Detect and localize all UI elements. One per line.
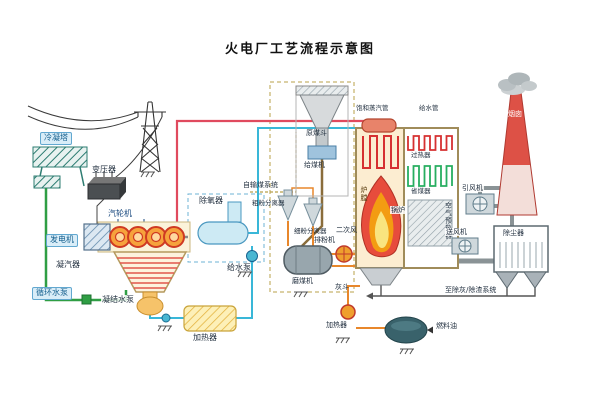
- back-pass-icon: [403, 127, 459, 269]
- precipitator-icon: [493, 225, 549, 289]
- air-preheater-icon: [407, 199, 453, 247]
- ground-symbols: [140, 171, 414, 355]
- exhaust-fan-label: 排粉机: [314, 236, 335, 244]
- fuel-oil-pipe: [347, 285, 388, 329]
- coal-chute: [301, 158, 324, 247]
- cooling-tower-label: 冷凝塔: [40, 132, 72, 145]
- steam-drum-icon: [361, 118, 397, 133]
- fuel-oil-icon: [340, 304, 433, 344]
- coarse-separator-label: 粗粉分离器: [252, 199, 285, 207]
- diagram-title: 火电厂工艺流程示意图: [224, 42, 376, 57]
- power-lines: [27, 105, 163, 181]
- fine-separator-label: 细粉分离器: [294, 227, 327, 235]
- turbine-label: 汽轮机: [108, 209, 132, 218]
- generator-label: 发电机: [46, 234, 78, 247]
- coal-tower-icon: [295, 85, 349, 197]
- condenser-icon: [112, 251, 188, 323]
- ash-line-arrow: [366, 292, 373, 300]
- condensate-pump-icon: [161, 313, 171, 323]
- wire-3: [111, 116, 163, 181]
- coal-feeder-label: 给煤机: [304, 161, 325, 169]
- raw-coal-hopper-icon: [299, 94, 345, 129]
- air-preheater-label: 空气预热器: [443, 202, 452, 240]
- economizer-label: 省煤器: [410, 187, 432, 196]
- wire-1: [27, 105, 139, 122]
- waterwall-tubes-icon: [362, 135, 399, 169]
- deaerator-label: 除氧器: [199, 196, 223, 205]
- cooling-tower-icon: [32, 146, 88, 189]
- oil-heater-label: 加热器: [326, 321, 347, 329]
- flame-core: [374, 211, 389, 248]
- wire-2: [27, 115, 139, 130]
- saturated-steam-pipe-label: 饱和蒸汽管: [356, 104, 389, 112]
- turbine-generator-icon: [83, 221, 191, 253]
- feed-pump-icon: [246, 250, 258, 262]
- feed-pump-label: 给水泵: [227, 263, 251, 272]
- precipitator-label: 除尘器: [503, 229, 524, 237]
- fine-separator-icon: [303, 203, 323, 228]
- ash-hopper-icon: [359, 267, 403, 286]
- coal-mill-label: 磨煤机: [292, 277, 313, 285]
- economizer-coil-icon: [407, 165, 453, 187]
- circulating-pump-label: 循环水泵: [32, 287, 72, 300]
- fd-fan-icon: [451, 237, 479, 255]
- id-fan-label: 引风机: [461, 184, 484, 193]
- main-steam-pipe: [175, 119, 381, 223]
- generator-icon: [83, 223, 111, 251]
- coal-supply-label: 自输煤系统: [243, 181, 278, 189]
- chimney-label: 烟囱: [508, 110, 522, 118]
- secondary-air-label: 二次风: [336, 226, 357, 234]
- superheater-label: 过热器: [410, 151, 432, 160]
- exhaust-fan-icon: [335, 245, 353, 263]
- condenser-label: 凝汽器: [56, 260, 80, 269]
- oil-heater-icon: [340, 304, 356, 320]
- coal-feeder-icon: [307, 145, 337, 160]
- lp-heater-label: 加热器: [193, 333, 217, 342]
- coarse-separator-icon: [277, 195, 299, 222]
- raw-coal-hopper-label: 原煤斗: [306, 129, 327, 137]
- id-fan-icon: [465, 193, 495, 215]
- fuel-oil-label: 燃料油: [436, 322, 457, 330]
- transformer-icon: [87, 171, 126, 200]
- coal-bay-outline: [269, 81, 355, 293]
- transformer-label: 变压器: [92, 165, 116, 174]
- lp-heater-icon: [183, 305, 237, 332]
- generator-cable: [96, 198, 105, 224]
- ash-removal-label: 至除灰/除渣系统: [444, 286, 498, 295]
- condensate-pump-label: 凝结水泵: [101, 295, 135, 305]
- separators-icon: [277, 189, 323, 228]
- feedwater-pipe-label: 给水管: [419, 104, 439, 112]
- ash-hopper-label: 灰斗: [335, 283, 349, 291]
- heater-to-deaerator-pipe: [236, 246, 253, 319]
- transmission-tower-icon: [134, 101, 166, 173]
- boiler-icon: [355, 118, 459, 286]
- fuel-oil-arrow: [427, 326, 433, 334]
- boiler-label: 锅炉: [390, 206, 406, 215]
- circulating-pump-icon: [81, 294, 92, 305]
- turbine-stages-icon: [109, 226, 185, 248]
- chimney-icon: [496, 72, 538, 216]
- fd-fan-label: 送风机: [445, 228, 468, 237]
- deaerator-icon: [197, 201, 258, 262]
- furnace-label: 炉膛: [360, 186, 369, 202]
- hotwell-flask-icon: [136, 296, 164, 316]
- superheater-coil-icon: [407, 135, 453, 151]
- coal-mill-icon: [283, 245, 333, 275]
